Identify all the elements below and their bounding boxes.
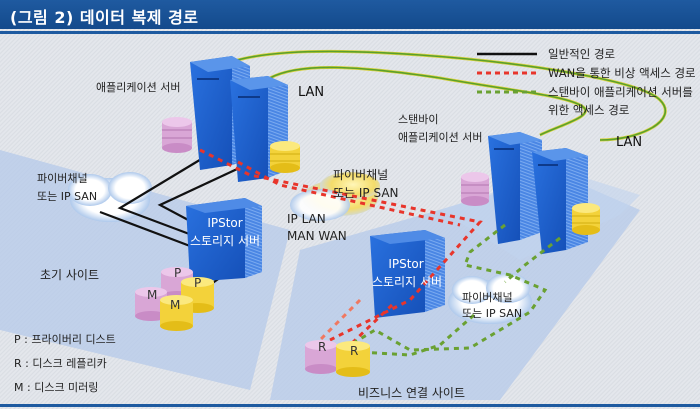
disk-r-pink: [305, 340, 337, 374]
disk-pink-standby: [461, 172, 489, 206]
standby-path-1: [349, 223, 548, 352]
ipstor-left-server: [186, 198, 262, 282]
standby-path-3: [359, 313, 475, 357]
normal-path-1: [117, 157, 204, 237]
fc-san-left-label-1: 파이버채널: [37, 172, 88, 185]
emergency-path-2: [237, 160, 461, 227]
key-text-m: 디스크 미러링: [34, 381, 99, 394]
disk-r-yellow: [336, 341, 370, 377]
title-underline: [0, 31, 700, 34]
key-text-r: 디스크 레플리카: [32, 357, 107, 370]
bottom-rule: [0, 404, 700, 407]
disk-yellow-app: [270, 141, 300, 173]
app-servers-label: 애플리케이션 서버: [96, 81, 181, 94]
initial-site-label: 초기 사이트: [40, 268, 100, 282]
key-sep: :: [21, 357, 33, 370]
fc-san-left-label-2: 또는 IP SAN: [37, 190, 98, 203]
key-letter-r: R: [14, 357, 22, 370]
key-text-p: 프라이버리 디스트: [31, 333, 116, 346]
disk-label-p1: P: [174, 266, 182, 280]
disk-label-r2: R: [350, 344, 359, 358]
figure-title: (그림 2) 데이터 복제 경로: [10, 8, 199, 27]
lan-link-1-inner: [209, 50, 667, 141]
key-replica: R : 디스크 레플리카: [14, 355, 107, 371]
legend-standby-label: 스탠바이 애플리케이션 서버를: [548, 85, 693, 99]
key-letter-p: P: [14, 333, 21, 346]
diagram-canvas: [0, 49, 667, 400]
disk-label-m2: M: [170, 298, 181, 312]
fc-san-right-cloud: [448, 273, 532, 324]
title-bar: (그림 2) 데이터 복제 경로: [0, 0, 700, 34]
legend-normal-label: 일반적인 경로: [548, 47, 616, 61]
disk-m-pink: [135, 287, 167, 321]
key-sep: :: [23, 381, 35, 394]
disk-label-r1: R: [318, 340, 327, 354]
normal-path-2: [157, 162, 251, 223]
standby-path-2: [504, 236, 561, 284]
legend-emergency-label: WAN을 통한 비상 액세스 경로: [548, 66, 696, 80]
ip-lan-label-2: MAN WAN: [287, 229, 347, 243]
fc-san-center-label-2: 또는 IP SAN: [333, 186, 399, 200]
disk-m-yellow: [160, 295, 193, 331]
standby-paths: [349, 223, 561, 357]
ipstor-right-label-2: 스토리지 서버: [371, 275, 443, 289]
ipstor-left-label-1: IPStor: [207, 216, 243, 230]
normal-path-3: [99, 210, 191, 248]
disk-label-m1: M: [147, 288, 158, 302]
emergency-paths: [199, 148, 483, 347]
lan-left-label: LAN: [298, 85, 325, 100]
fc-san-right-label-2: 또는 IP SAN: [462, 307, 523, 320]
lan-link-2-inner: [269, 66, 587, 136]
ip-lan-label-1: IP LAN: [287, 212, 326, 226]
ipstor-left-label-2: 스토리지 서버: [189, 234, 261, 248]
key-mirror: M : 디스크 미러링: [14, 379, 98, 395]
ipstor-right-server: [370, 230, 445, 318]
key-primary: P : 프라이버리 디스트: [14, 331, 116, 347]
business-site-label: 비즈니스 연결 사이트: [358, 386, 465, 400]
legend-standby-label-2: 위한 액세스 경로: [548, 103, 630, 117]
disk-pink-app: [162, 117, 192, 153]
key-letter-m: M: [14, 381, 24, 394]
emergency-path-1: [199, 148, 483, 342]
lan-right-label: LAN: [616, 135, 643, 150]
ipstor-right-label-1: IPStor: [388, 257, 424, 271]
fc-san-right-label-1: 파이버채널: [462, 291, 513, 304]
key-sep: :: [20, 333, 32, 346]
standby-label-1: 스탠바이: [398, 113, 439, 126]
disk-label-p2: P: [194, 276, 202, 290]
fc-san-center-label-1: 파이버채널: [333, 168, 389, 182]
standby-label-2: 애플리케이션 서버: [398, 131, 483, 144]
disk-yellow-standby: [572, 203, 600, 235]
